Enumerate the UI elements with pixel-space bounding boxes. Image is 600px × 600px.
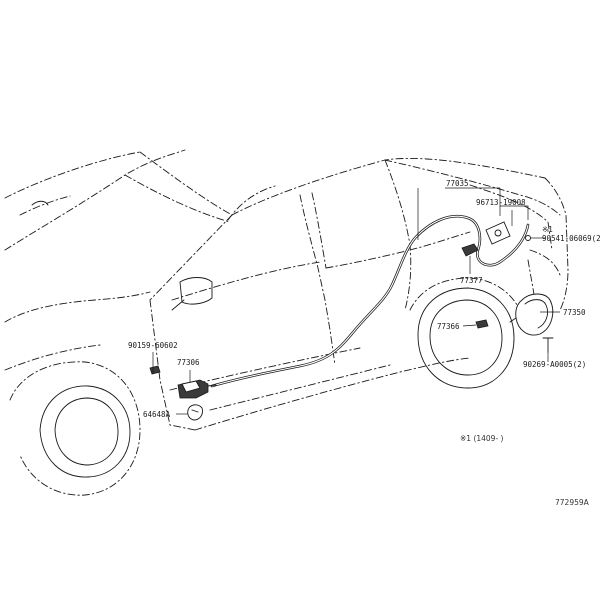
label-77377: 77377	[460, 276, 483, 285]
applicability-note: ※1 (1409- )	[460, 434, 504, 443]
clip-90159	[149, 365, 161, 375]
latch-77366	[475, 319, 489, 329]
lid-lock-77377	[461, 243, 479, 257]
front-wheel	[9, 361, 141, 496]
label-96713-19008: 96713-19008	[476, 198, 526, 207]
cover-64648a	[187, 404, 203, 421]
label-90541-06069: 90541-06069(2)	[542, 234, 600, 243]
bolt-90541	[525, 235, 531, 241]
label-77306: 77306	[177, 358, 200, 367]
screw-90269	[542, 337, 554, 353]
label-90269-a0005: 90269-A0005(2)	[523, 360, 586, 369]
part-labels: 77035 96713-19008 ※1 90541-06069(2) 7737…	[128, 179, 600, 419]
leader-lines	[152, 187, 560, 415]
grommet-96713	[485, 221, 511, 245]
fuel-lid-77350	[509, 293, 554, 336]
label-77035: 77035	[446, 179, 469, 188]
label-note-marker: ※1	[542, 225, 553, 234]
label-90159-60602: 90159-60602	[128, 341, 178, 350]
release-cable	[210, 215, 530, 388]
label-77366: 77366	[437, 322, 460, 331]
car-body-outline	[4, 149, 569, 431]
rear-wheel	[409, 277, 526, 389]
figure-id: 772959A	[555, 498, 590, 507]
fuel-lid-opener	[177, 379, 217, 399]
label-77350: 77350	[563, 308, 586, 317]
label-64648a: 64648A	[143, 410, 171, 419]
